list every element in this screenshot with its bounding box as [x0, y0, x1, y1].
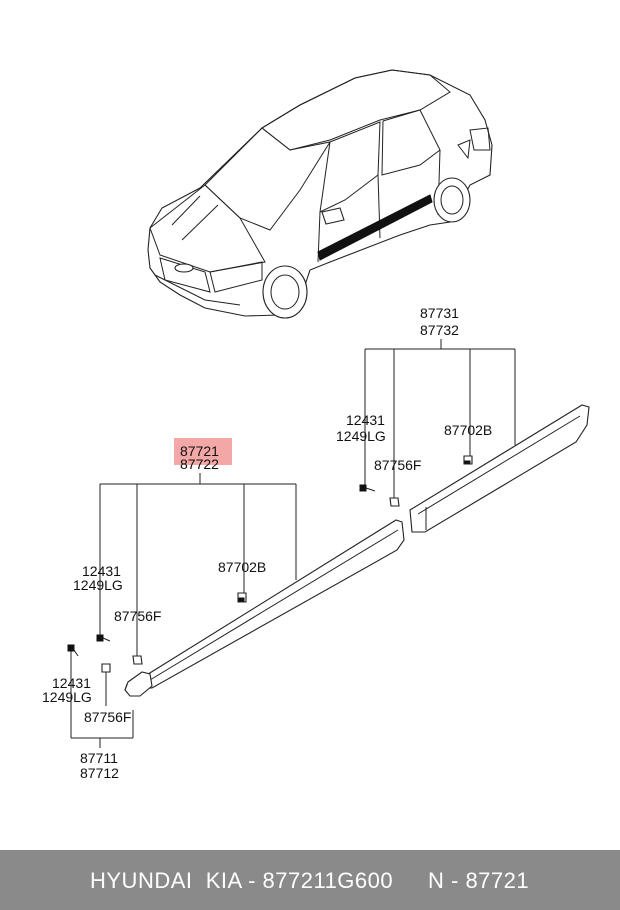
clip-icon [132, 655, 143, 665]
clip-icon [389, 497, 400, 507]
part-number-87711: 87711 [80, 750, 118, 766]
parts-diagram: 87731 87732 12431 1249LG 87756F 87702B 8… [42, 69, 590, 781]
screw-label-mid-1: 12431 [82, 563, 121, 579]
screw-icon [67, 644, 79, 657]
clip-label-mid: 87756F [114, 608, 161, 624]
screw-label-upper-2: 1249LG [336, 428, 386, 444]
screw-icon [359, 484, 376, 492]
part-number-87732: 87732 [420, 322, 459, 338]
car-illustration [147, 69, 493, 319]
screw-label-front-2: 1249LG [42, 689, 92, 705]
rear-door-moulding [409, 404, 590, 533]
part-number-87722: 87722 [180, 456, 219, 472]
group-lower: 87721 87722 12431 1249LG 87756F 87702B [73, 438, 405, 689]
footer-bar: HYUNDAI KIA - 877211G600 N - 87721 [0, 850, 620, 910]
part-number-87731: 87731 [420, 305, 459, 321]
screw-label-mid-2: 1249LG [73, 577, 123, 593]
screw-icon [96, 634, 111, 642]
clip-icon [101, 663, 111, 673]
group-upper: 87731 87732 12431 1249LG 87756F 87702B [336, 305, 590, 533]
fender-moulding [124, 671, 153, 697]
part-number-87721: 87721 [180, 443, 219, 459]
brand-part-number: HYUNDAI KIA - 877211G600 [90, 868, 394, 893]
screw-label-front-1: 12431 [52, 675, 91, 691]
clip-label-front: 87756F [84, 709, 131, 725]
group-front: 12431 1249LG 87756F 87711 87712 [42, 644, 153, 781]
front-door-moulding [144, 519, 405, 689]
tape-label-upper: 87702B [444, 422, 492, 438]
tape-icon [463, 455, 473, 465]
part-number-87712: 87712 [80, 765, 119, 781]
clip-label-upper: 87756F [374, 457, 421, 473]
tape-label-mid: 87702B [218, 559, 266, 575]
screw-label-upper-1: 12431 [346, 412, 385, 428]
highlight-box [174, 438, 232, 465]
tape-icon [237, 592, 247, 603]
reference-number: N - 87721 [428, 868, 530, 893]
